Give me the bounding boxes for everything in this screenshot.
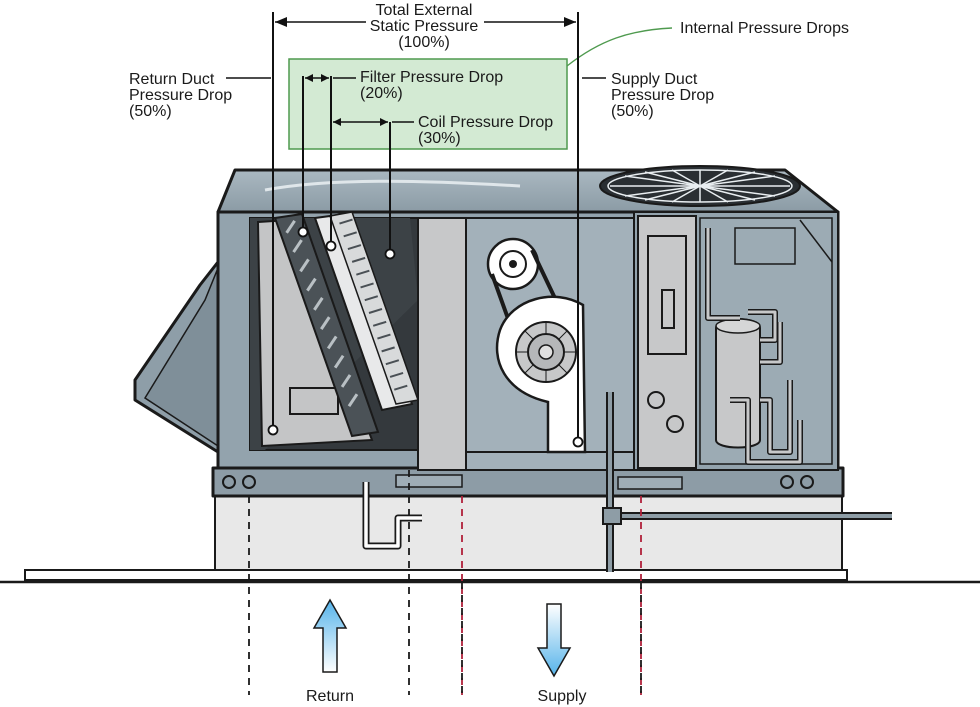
return-air-arrow xyxy=(312,598,348,673)
filter xyxy=(273,212,380,438)
filter-slat xyxy=(333,354,345,369)
return-hood xyxy=(133,260,220,454)
coil-fin xyxy=(393,384,408,391)
coil-fin xyxy=(347,244,362,251)
coil-fin xyxy=(385,359,400,366)
return-duct-label-3: (50%) xyxy=(129,103,172,120)
coil-fin xyxy=(377,333,391,340)
gas-pipe xyxy=(602,392,892,572)
supply-air-arrow xyxy=(536,603,572,678)
filter-drop-label-2: (20%) xyxy=(360,85,403,102)
condenser-fan xyxy=(599,165,801,207)
return-section xyxy=(249,211,419,451)
control-panel xyxy=(637,215,697,469)
filter-slat xyxy=(320,316,331,330)
internal-drops-label: Internal Pressure Drops xyxy=(680,20,849,37)
filter-slat xyxy=(292,239,303,253)
supply-label: Supply xyxy=(538,688,587,705)
curb xyxy=(0,491,980,584)
filter-slat xyxy=(306,277,317,292)
total-esp-label-1: Total External xyxy=(376,2,473,19)
condenser-section xyxy=(633,211,839,471)
internal-pressure-box xyxy=(288,58,568,150)
coil-fin xyxy=(351,256,366,263)
filter-slat xyxy=(299,258,310,273)
coil-drop-label-1: Coil Pressure Drop xyxy=(418,114,553,131)
coil-fin xyxy=(364,295,379,302)
coil-fin xyxy=(381,346,395,353)
coil-fin xyxy=(372,320,387,327)
partition-panel xyxy=(417,217,467,471)
total-esp-label-2: Static Pressure xyxy=(370,18,479,35)
filter-slat xyxy=(326,335,338,350)
compressor xyxy=(715,318,761,449)
pressure-measurement-lines xyxy=(226,12,606,448)
filter-slat xyxy=(285,220,296,234)
return-label: Return xyxy=(306,688,354,705)
filter-slat xyxy=(340,374,352,388)
filter-slat xyxy=(347,393,359,408)
coil-drop-label-2: (30%) xyxy=(418,130,461,147)
supply-duct-label-2: Pressure Drop xyxy=(611,87,714,104)
filter-slat xyxy=(313,297,324,311)
return-duct-label-1: Return Duct xyxy=(129,71,215,88)
supply-duct-label-1: Supply Duct xyxy=(611,71,698,88)
return-duct-label-2: Pressure Drop xyxy=(129,87,232,104)
coil-fin xyxy=(356,269,370,276)
coil-fin xyxy=(360,282,374,289)
condensate-drain xyxy=(362,482,422,550)
duct-boundaries xyxy=(248,470,642,695)
coil-fin xyxy=(343,231,357,238)
total-esp-label-3: (100%) xyxy=(398,34,450,51)
filter-drop-label-1: Filter Pressure Drop xyxy=(360,69,503,86)
labels: Total External Static Pressure (100%) In… xyxy=(129,2,849,705)
coil-fin xyxy=(368,308,383,314)
evaporator-coil xyxy=(313,211,419,412)
coil-fin xyxy=(389,371,404,378)
coil-fin xyxy=(339,218,353,225)
supply-duct-label-3: (50%) xyxy=(611,103,654,120)
